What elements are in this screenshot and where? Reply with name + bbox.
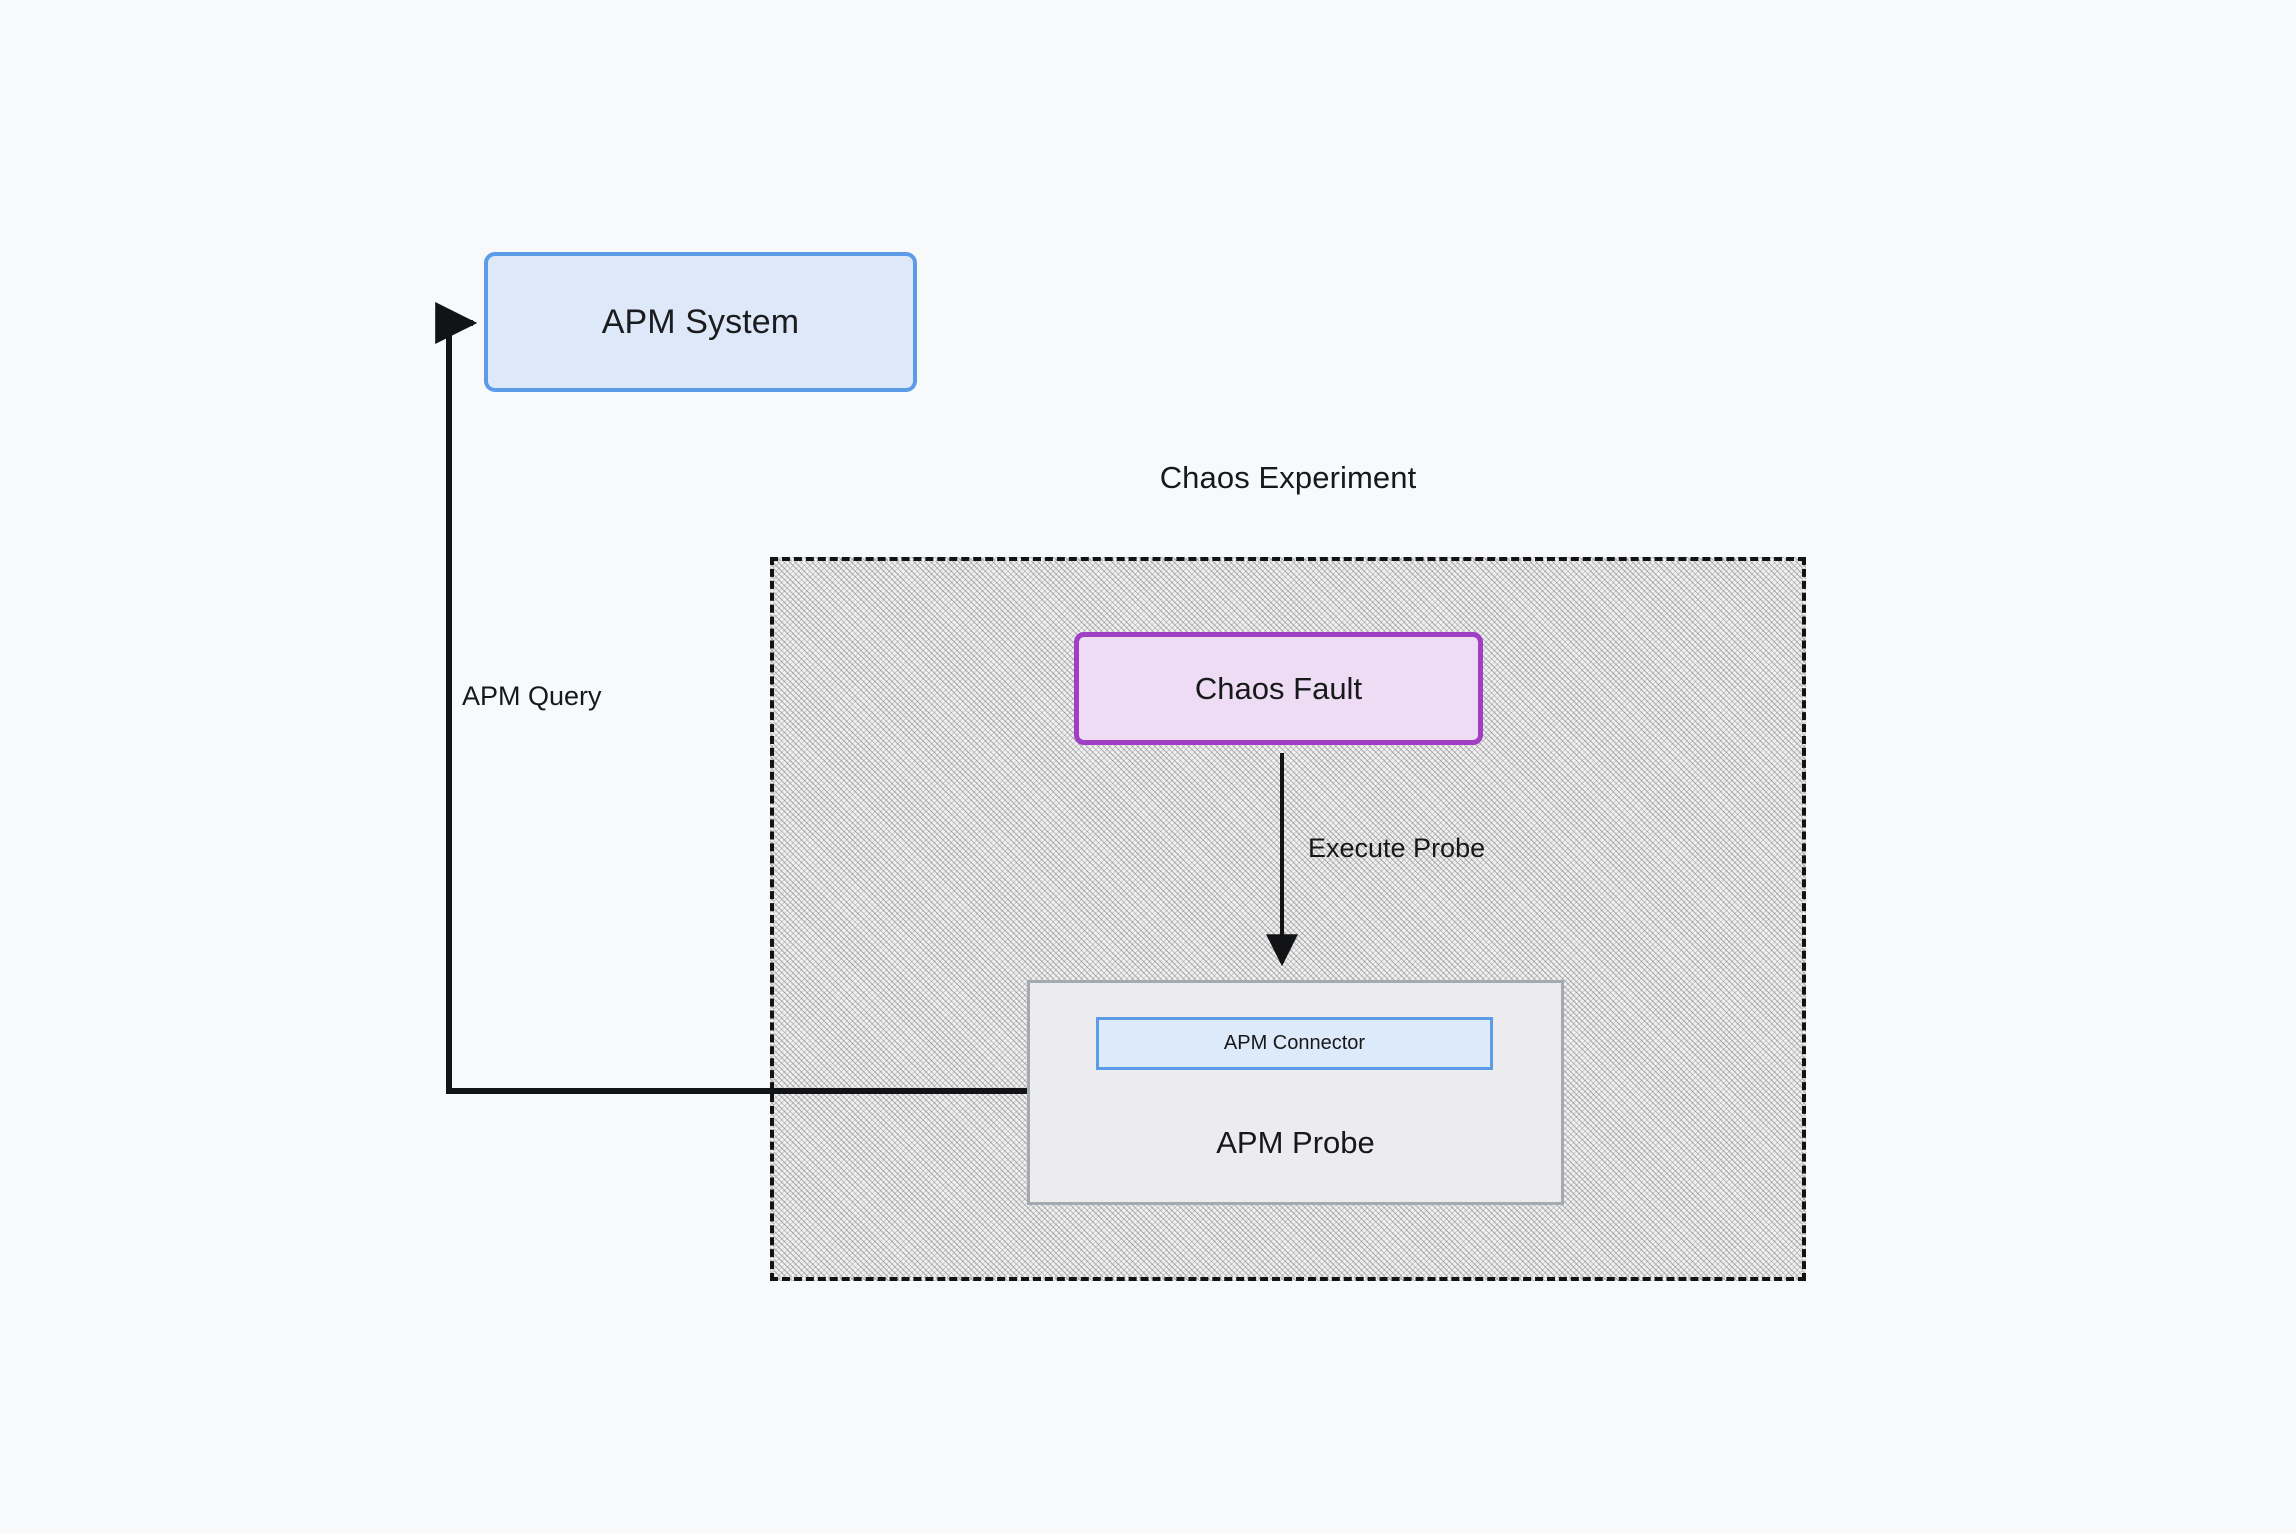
node-apm-probe[interactable]: APM Connector APM Probe	[1027, 980, 1564, 1205]
node-apm-system-label: APM System	[601, 302, 800, 341]
node-apm-system[interactable]: APM System	[484, 252, 917, 392]
node-apm-probe-label: APM Probe	[1216, 1125, 1375, 1160]
node-apm-connector-label: APM Connector	[1223, 1032, 1366, 1054]
edge-label-execute-probe: Execute Probe	[1308, 833, 1486, 863]
node-apm-connector[interactable]: APM Connector	[1096, 1017, 1493, 1070]
chaos-experiment-title: Chaos Experiment	[1159, 460, 1417, 495]
node-chaos-fault-label: Chaos Fault	[1194, 670, 1363, 706]
node-chaos-fault[interactable]: Chaos Fault	[1074, 632, 1483, 745]
edge-label-apm-query: APM Query	[462, 681, 602, 711]
